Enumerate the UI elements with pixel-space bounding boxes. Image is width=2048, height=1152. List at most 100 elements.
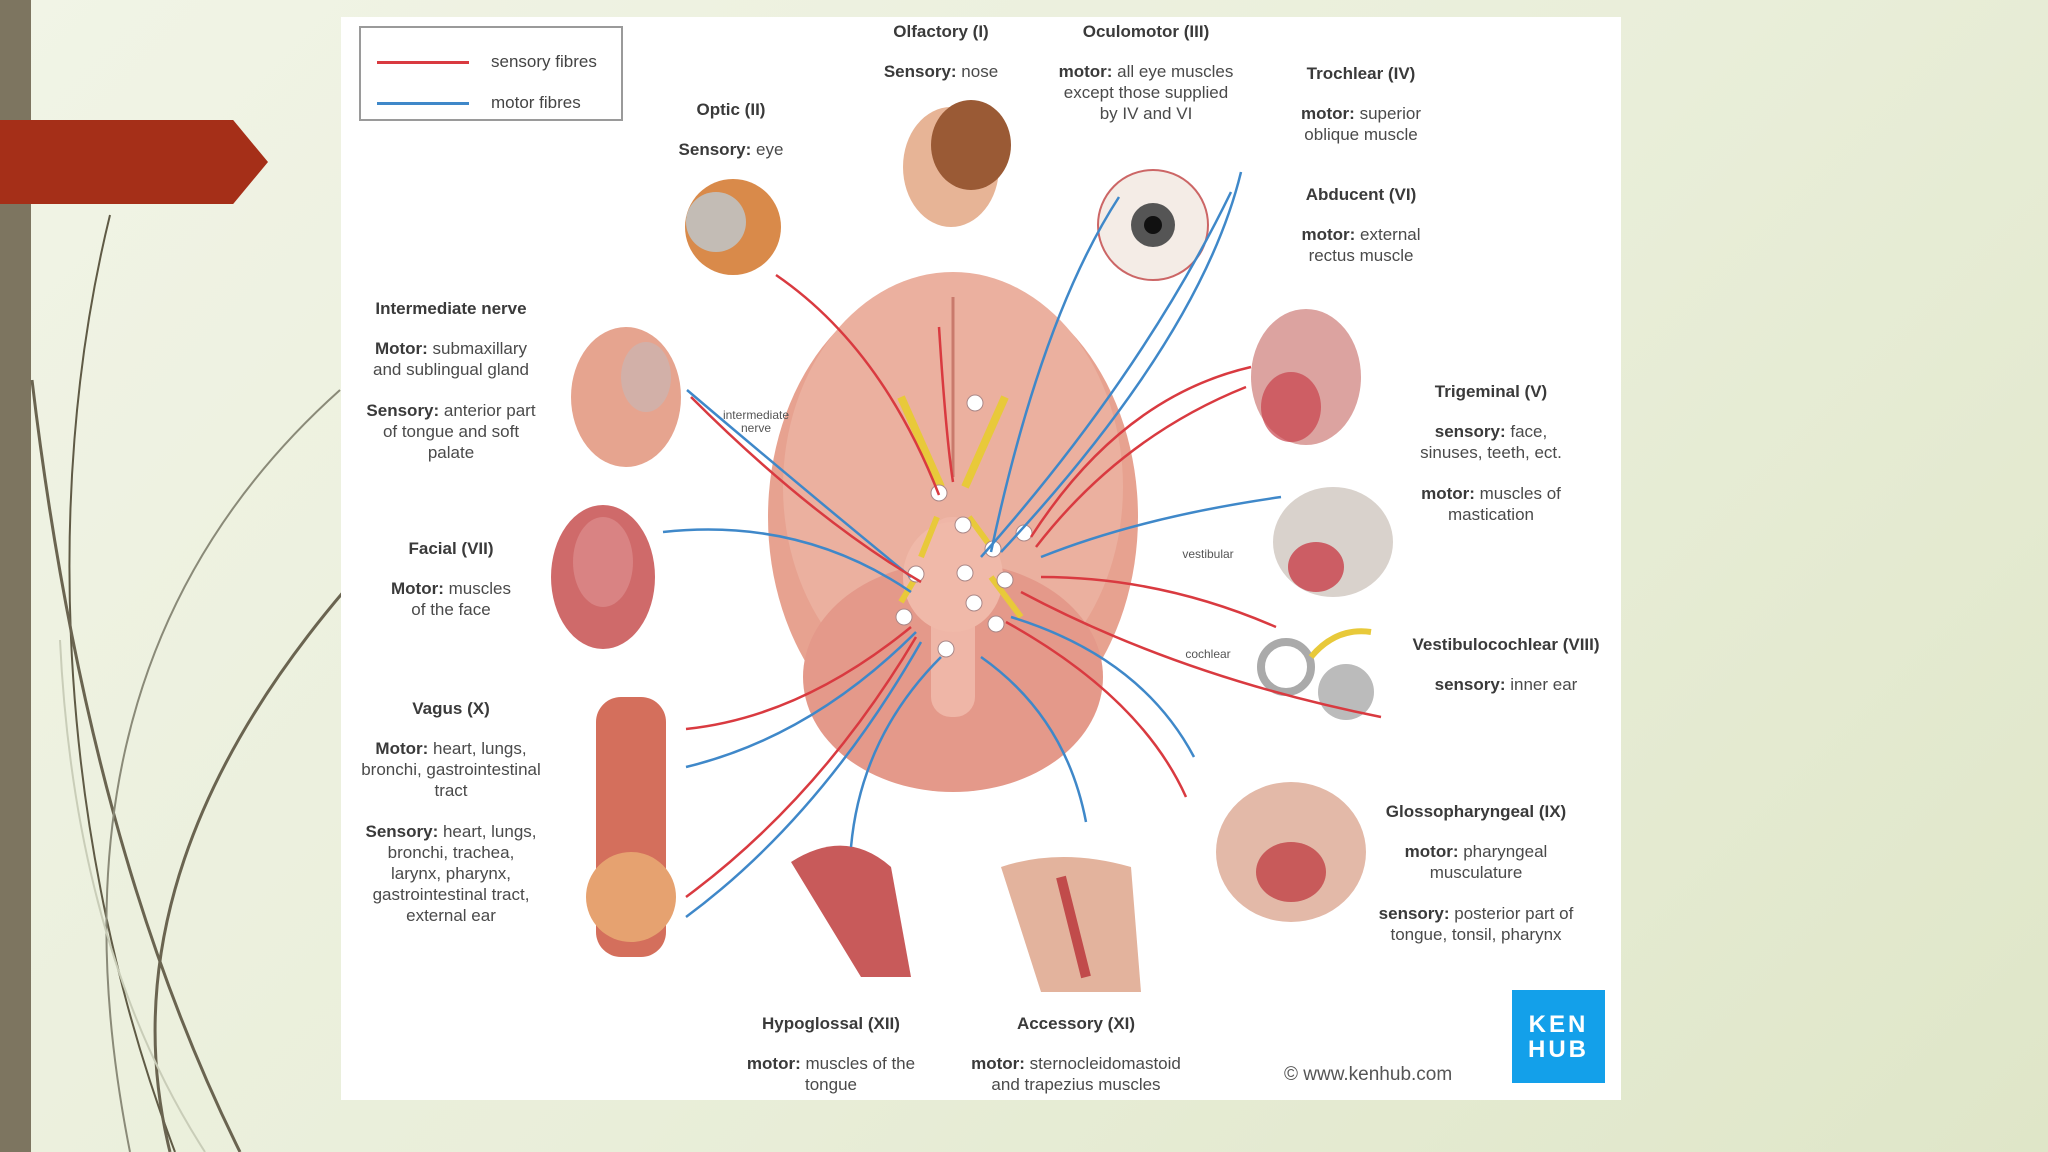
facial-title: Facial (VII): [408, 539, 494, 558]
kenhub-logo-line1: KEN: [1528, 1010, 1589, 1038]
intermediate-nerve-annotation: intermediate nerve: [706, 409, 806, 435]
vagus-label: Vagus (X) Motor: heart, lungs, bronchi, …: [341, 698, 561, 926]
annotation-intermediate-line1: intermediate: [722, 408, 790, 422]
glossopharyngeal-head-illustration: [1216, 782, 1366, 922]
vagus-sensory-key: Sensory:: [365, 822, 439, 841]
facial-key: Motor:: [391, 579, 444, 598]
trigeminal-motor-value: muscles of: [1474, 484, 1561, 503]
legend-motor-row: motor fibres: [377, 93, 581, 113]
trigeminal-label: Trigeminal (V) sensory: face, sinuses, t…: [1396, 381, 1586, 525]
accessory-title: Accessory (XI): [1016, 1014, 1136, 1033]
trochlear-label: Trochlear (IV) motor: superior oblique m…: [1271, 63, 1451, 145]
optic-key: Sensory:: [678, 140, 752, 159]
oculomotor-eyeball-illustration: [1097, 169, 1209, 281]
oculomotor-line3: by IV and VI: [1099, 104, 1193, 123]
trochlear-key: motor:: [1301, 104, 1355, 123]
intermediate-motor-key: Motor:: [374, 339, 428, 358]
vagus-motor-key: Motor:: [375, 739, 429, 758]
legend-sensory-label: sensory fibres: [491, 52, 597, 71]
glossopharyngeal-motor-value: pharyngeal: [1458, 842, 1548, 861]
oculomotor-label: Oculomotor (III) motor: all eye muscles …: [1041, 21, 1251, 124]
abducent-value: external: [1355, 225, 1421, 244]
vagus-sensory-line5: external ear: [406, 906, 496, 925]
facial-value: muscles: [443, 579, 511, 598]
abducent-label: Abducent (VI) motor: external rectus mus…: [1271, 184, 1451, 266]
intermediate-motor-line2: and sublingual gland: [373, 360, 529, 379]
olfactory-title: Olfactory (I): [893, 22, 989, 41]
abducent-key: motor:: [1301, 225, 1356, 244]
intermediate-sensory-key: Sensory:: [366, 401, 440, 420]
vagus-motor-line2: bronchi, gastrointestinal: [361, 760, 541, 779]
olfactory-value: nose: [956, 62, 999, 81]
vagus-organs-illustration: [586, 697, 676, 957]
trochlear-line2: oblique muscle: [1304, 125, 1418, 144]
glossopharyngeal-motor-key: motor:: [1404, 842, 1459, 861]
brain-illustration: [768, 272, 1138, 792]
intermediate-sensory-line3: palate: [427, 443, 475, 462]
vestibular-annotation: vestibular: [1182, 547, 1234, 561]
oculomotor-key: motor:: [1058, 62, 1113, 81]
intermediate-nerve-label: Intermediate nerve Motor: submaxillary a…: [341, 298, 561, 463]
decorative-swoosh-lines: [30, 214, 347, 1152]
olfactory-key: Sensory:: [883, 62, 957, 81]
oculomotor-line2: except those supplied: [1063, 83, 1229, 102]
trigeminal-sensory-key: sensory:: [1434, 422, 1506, 441]
trochlear-value: superior: [1354, 104, 1421, 123]
glossopharyngeal-sensory-value: posterior part of: [1449, 904, 1574, 923]
legend-motor-label: motor fibres: [491, 93, 581, 112]
hypoglossal-title: Hypoglossal (XII): [762, 1014, 900, 1033]
figure-legend: sensory fibres motor fibres: [359, 26, 623, 121]
oculomotor-value: all eye muscles: [1112, 62, 1234, 81]
accessory-key: motor:: [971, 1054, 1025, 1073]
intermediate-title: Intermediate nerve: [375, 299, 527, 318]
abducent-title: Abducent (VI): [1305, 185, 1417, 204]
abducent-line2: rectus muscle: [1308, 246, 1414, 265]
hypoglossal-key: motor:: [746, 1054, 801, 1073]
hypoglossal-tongue-illustration: [791, 845, 911, 977]
vagus-title: Vagus (X): [412, 699, 490, 718]
hypoglossal-line2: tongue: [805, 1075, 857, 1094]
trigeminal-motor-key: motor:: [1421, 484, 1475, 503]
accessory-label: Accessory (XI) motor: sternocleidomastoi…: [941, 1013, 1211, 1095]
accent-arrow-tab: [0, 120, 268, 204]
accessory-neck-illustration: [1001, 857, 1141, 992]
vagus-motor-line3: tract: [434, 781, 468, 800]
annotation-intermediate-line2: nerve: [740, 421, 772, 435]
vagus-sensory-line2: bronchi, trachea,: [387, 843, 515, 862]
vagus-sensory-line4: gastrointestinal tract,: [372, 885, 530, 904]
glossopharyngeal-title: Glossopharyngeal (IX): [1385, 802, 1567, 821]
optic-label: Optic (II) Sensory: eye: [656, 99, 806, 160]
skull-illustration: [1273, 487, 1393, 597]
glossopharyngeal-label: Glossopharyngeal (IX) motor: pharyngeal …: [1351, 801, 1601, 945]
facial-muscles-illustration: [551, 505, 655, 649]
vestibulocochlear-title: Vestibulocochlear (VIII): [1412, 635, 1600, 654]
trochlear-title: Trochlear (IV): [1306, 64, 1416, 83]
hypoglossal-value: muscles of the: [800, 1054, 916, 1073]
optic-eye-illustration: [685, 179, 781, 275]
kenhub-logo: KEN HUB: [1512, 990, 1605, 1083]
vagus-sensory-value: heart, lungs,: [438, 822, 537, 841]
olfactory-head-illustration: [903, 100, 1011, 227]
kenhub-logo-line2: HUB: [1528, 1035, 1589, 1063]
accessory-line2: and trapezius muscles: [991, 1075, 1161, 1094]
sensory-line-swatch: [377, 60, 469, 64]
glossopharyngeal-sensory-line2: tongue, tonsil, pharynx: [1390, 925, 1562, 944]
vestibulocochlear-value: inner ear: [1505, 675, 1578, 694]
legend-sensory-row: sensory fibres: [377, 52, 597, 72]
accessory-value: sternocleidomastoid: [1024, 1054, 1181, 1073]
vagus-motor-value: heart, lungs,: [428, 739, 527, 758]
oculomotor-title: Oculomotor (III): [1082, 22, 1210, 41]
motor-line-swatch: [377, 101, 469, 105]
glossopharyngeal-sensory-key: sensory:: [1378, 904, 1450, 923]
vagus-sensory-line3: larynx, pharynx,: [391, 864, 511, 883]
nerve-fibre-lines: [662, 171, 1382, 919]
trigeminal-motor-line2: mastication: [1448, 505, 1534, 524]
cranial-nerves-figure: sensory fibres motor fibres Olfactory (I…: [341, 17, 1621, 1100]
trigeminal-title: Trigeminal (V): [1434, 382, 1548, 401]
vestibulocochlear-key: sensory:: [1434, 675, 1506, 694]
intermediate-motor-value: submaxillary: [427, 339, 528, 358]
trigeminal-head-illustration: [1251, 309, 1361, 445]
cochlear-annotation: cochlear: [1185, 647, 1231, 661]
facial-line2: of the face: [411, 600, 491, 619]
vestibulocochlear-label: Vestibulocochlear (VIII) sensory: inner …: [1396, 634, 1616, 695]
